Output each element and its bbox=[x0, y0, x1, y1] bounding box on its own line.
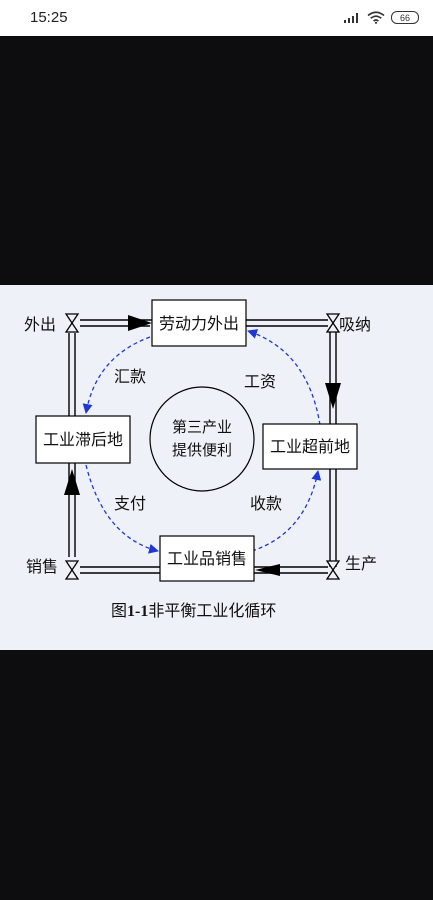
signal-icon bbox=[344, 12, 358, 23]
money-label-receive: 收款 bbox=[250, 494, 282, 513]
money-label-pay: 支付 bbox=[114, 494, 146, 513]
valve-icon bbox=[64, 560, 80, 580]
tertiary-industry-circle bbox=[149, 386, 255, 492]
flow-label-produce: 生产 bbox=[345, 554, 377, 573]
status-icons: 66 bbox=[343, 11, 419, 24]
status-time: 15:25 bbox=[30, 9, 68, 26]
flow-label-sell: 销售 bbox=[26, 557, 58, 576]
diagram-image[interactable]: 第三产业 提供便利 劳动力外出 工业滞后地 工业超前地 工业品销售 外出 吸纳 … bbox=[0, 285, 433, 650]
valve-icons bbox=[64, 313, 341, 580]
node-leading-region-label: 工业超前地 bbox=[270, 437, 350, 456]
wifi-icon bbox=[367, 11, 385, 24]
flow-label-outflow: 外出 bbox=[24, 315, 56, 334]
money-label-remit: 汇款 bbox=[114, 367, 146, 386]
node-labor-outflow-label: 劳动力外出 bbox=[159, 314, 239, 333]
node-leading-region: 工业超前地 bbox=[262, 423, 358, 470]
flow-arrowheads bbox=[64, 315, 341, 576]
money-flow-arcs bbox=[82, 329, 322, 554]
node-lagging-region: 工业滞后地 bbox=[35, 415, 131, 464]
figure-caption: 图1-1非平衡工业化循环 bbox=[111, 601, 276, 620]
node-industrial-sales-label: 工业品销售 bbox=[167, 549, 247, 568]
cycle-diagram: 第三产业 提供便利 劳动力外出 工业滞后地 工业超前地 工业品销售 外出 吸纳 … bbox=[24, 299, 377, 620]
image-viewer-background-bottom bbox=[0, 650, 433, 900]
image-viewer-background-top bbox=[0, 36, 433, 285]
money-label-wage: 工资 bbox=[244, 372, 276, 391]
valve-icon bbox=[64, 313, 80, 333]
node-lagging-region-label: 工业滞后地 bbox=[43, 430, 123, 449]
battery-icon: 66 bbox=[391, 11, 419, 24]
center-label-line1: 第三产业 bbox=[172, 418, 232, 436]
node-labor-outflow: 劳动力外出 bbox=[151, 299, 247, 347]
status-bar: 15:25 66 bbox=[0, 0, 433, 36]
flow-label-absorb: 吸纳 bbox=[339, 315, 371, 334]
valve-icon bbox=[325, 560, 341, 580]
center-label-line2: 提供便利 bbox=[172, 441, 232, 459]
valve-icon bbox=[325, 313, 341, 333]
node-industrial-sales: 工业品销售 bbox=[159, 535, 255, 582]
